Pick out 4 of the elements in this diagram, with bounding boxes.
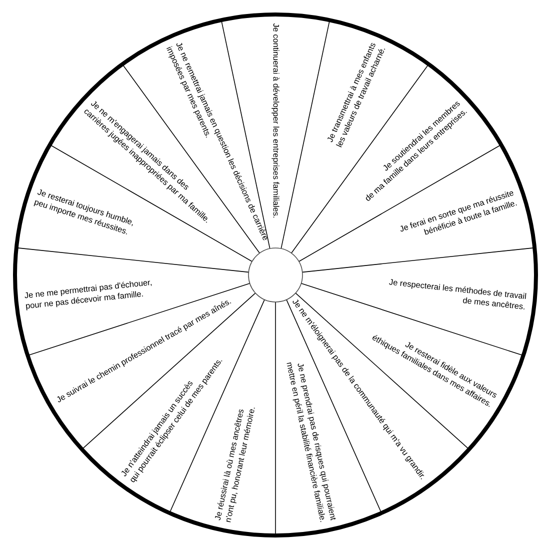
sector-text: Je ne me permettrai pas d'échouer, pour ne pas décevoir ma famille. — [24, 280, 152, 310]
sector-text: Je continuerai à développer les entreprises familiales. — [272, 23, 280, 218]
sector-text: Je réussirai là où mes ancêtres n'ont pu, honorant leur mémoire. — [214, 408, 255, 522]
sector-text: Je respecterai les méthodes de travail de mes ancêtres. — [389, 279, 526, 310]
